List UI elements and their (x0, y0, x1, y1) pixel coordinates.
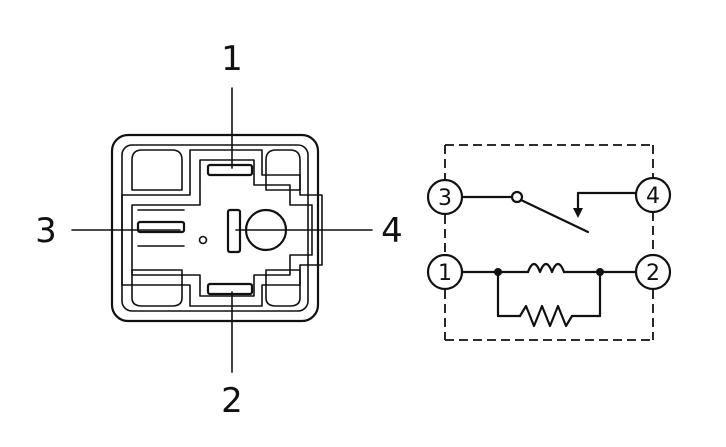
pin-2-blade (206, 282, 254, 296)
relay-housing-outline (110, 133, 320, 323)
pin-1-label: 1 (221, 39, 243, 79)
index-dot (198, 235, 208, 245)
relay-body (71, 87, 373, 373)
relay-housing-inner (121, 144, 309, 312)
contact-arrow-icon (573, 208, 583, 218)
terminal-3-label: 3 (438, 186, 452, 211)
coil-winding-icon (526, 262, 566, 274)
pin-3-blade (136, 220, 186, 234)
terminal-4-circle (634, 176, 672, 214)
terminal-3-circle (426, 178, 464, 216)
pin-4-label: 4 (381, 211, 403, 251)
switch-pivot (510, 190, 524, 204)
pin-2-label: 2 (221, 381, 243, 421)
terminal-4-label: 4 (646, 184, 660, 209)
relay-inner-frame (131, 159, 313, 297)
pin-3-label: 3 (35, 211, 57, 251)
terminal-1-label: 1 (438, 261, 452, 286)
relay-schematic (426, 144, 672, 341)
resistor-zigzag-icon (518, 304, 574, 328)
terminal-2-label: 2 (646, 261, 660, 286)
pin-1-blade (206, 163, 254, 177)
pin-4-blade (226, 208, 242, 254)
relay-center-frame (121, 149, 323, 307)
corner-pocket-top-right (265, 149, 301, 191)
corner-pocket-bottom-left (131, 269, 183, 307)
corner-pocket-bottom-right (265, 269, 301, 307)
switch-blade (519, 198, 590, 234)
corner-pocket-top-left (131, 149, 183, 191)
terminal-1-circle (426, 253, 464, 291)
terminal-2-circle (634, 253, 672, 291)
